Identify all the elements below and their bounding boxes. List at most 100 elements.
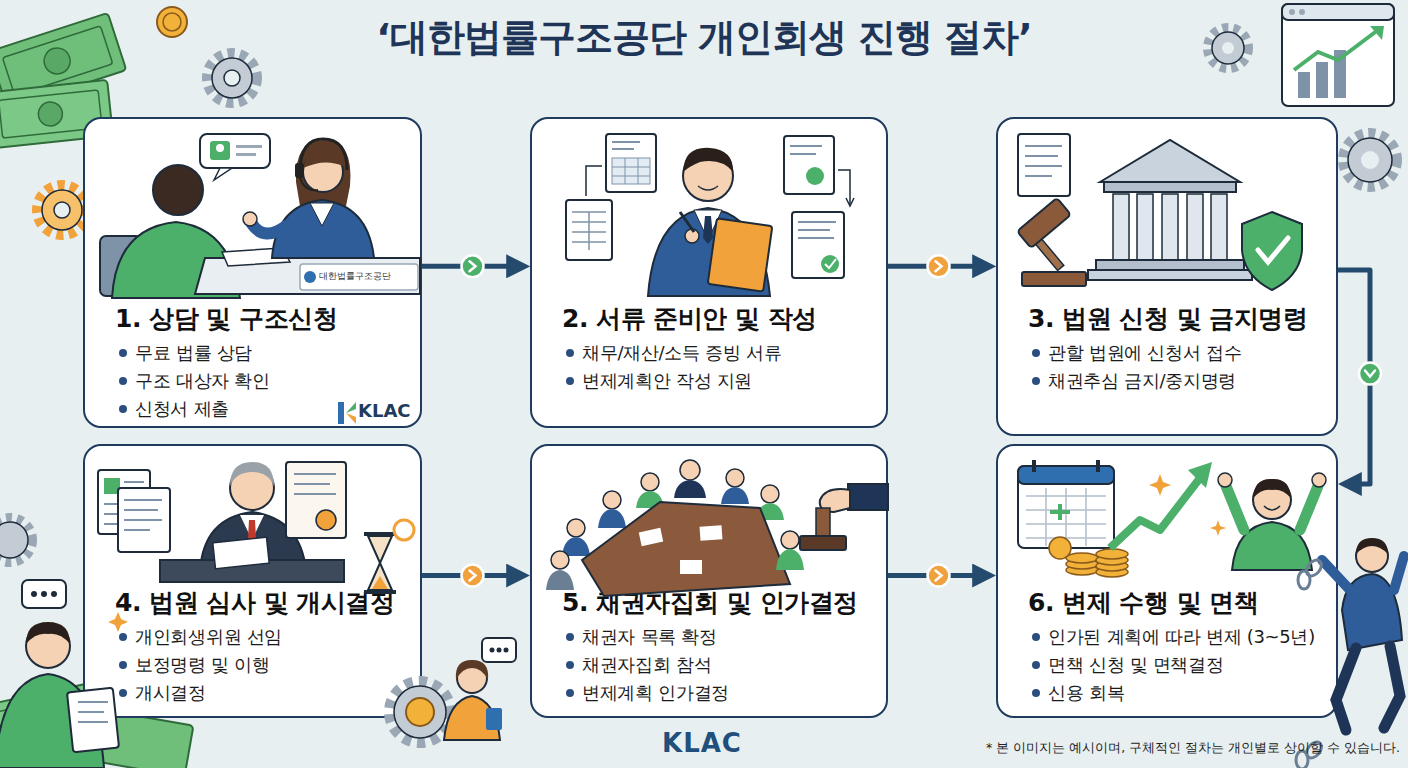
consultation-illustration: [303, 149, 343, 168]
jumping-person: [1304, 739, 1325, 761]
review-illustration: [372, 576, 388, 589]
repayment-illustration: [1034, 460, 1098, 472]
arrow-badge: [1359, 363, 1381, 385]
repayment-illustration: [1049, 537, 1071, 559]
review-illustration: [200, 512, 306, 570]
step-heading: 1. 상담 및 구조신청: [115, 303, 414, 335]
step-box: 4. 법원 심사 및 개시결정개인회생위원 선임보정명령 및 이행개시결정: [83, 444, 422, 718]
person-with-paper: [31, 591, 37, 597]
money-bills: [41, 45, 74, 78]
flow-arrow: [1338, 270, 1370, 484]
meeting-illustration: [598, 509, 626, 528]
documents-illustration: [566, 134, 854, 296]
meeting-illustration: [756, 503, 784, 520]
arrow-badge: [928, 255, 950, 277]
consultation-illustration: [112, 222, 240, 298]
step-box: 3. 법원 신청 및 금지명령관할 법원에 신청서 접수채권추심 금지/중지명령: [996, 117, 1338, 436]
gear: [1344, 134, 1396, 186]
meeting-illustration: [680, 460, 700, 480]
consultation-illustration: [300, 178, 318, 190]
gear: [1208, 28, 1248, 68]
meeting-illustration: [800, 536, 846, 550]
diagram-title: ‘대한법률구조공단 개인회생 진행 절차’: [0, 12, 1408, 63]
consultation-illustration: [200, 134, 270, 168]
court-illustration: [1088, 270, 1252, 280]
arrow-badge-chevron: [936, 571, 942, 581]
meeting-illustration: [820, 489, 850, 512]
arrow-badge-chevron: [470, 261, 476, 271]
consultation-illustration: [252, 224, 286, 234]
chart-window: [1282, 4, 1394, 20]
repayment-illustration: [1096, 561, 1128, 571]
person-with-speech: [457, 663, 487, 693]
repayment-illustration: [1312, 473, 1326, 487]
repayment-illustration: [1018, 460, 1326, 577]
meeting-illustration: [721, 487, 749, 504]
review-illustration: [124, 500, 162, 530]
court-illustration: [1258, 238, 1288, 262]
documents-illustration: [846, 198, 854, 206]
gear: [208, 54, 256, 102]
arrow-badge-chevron: [470, 571, 476, 581]
consultation-illustration: [195, 258, 420, 294]
gear-with-coin: [390, 682, 450, 742]
person-with-speech: [497, 648, 502, 653]
jumping-person: [1342, 574, 1402, 650]
documents-illustration: [784, 136, 834, 194]
gear: [1212, 32, 1244, 64]
review-illustration: [364, 534, 396, 592]
court-illustration: [1017, 198, 1071, 248]
jumping-person: [1336, 648, 1356, 730]
review-illustration: [248, 520, 256, 542]
jumping-person: [1394, 556, 1404, 590]
documents-illustration: [612, 158, 650, 184]
footnote: * 본 이미지는 예시이며, 구체적인 절차는 개인별로 상이할 수 있습니다.: [955, 740, 1400, 757]
gear: [0, 518, 32, 562]
court-illustration: [1162, 194, 1178, 260]
step-bullet: 채무/재산/소득 증빙 서류: [562, 339, 880, 367]
arrow-badge: [928, 565, 950, 587]
review-illustration: [104, 478, 120, 494]
repayment-illustration: [1018, 466, 1114, 548]
jumping-person: [1296, 538, 1404, 768]
court-illustration: [1137, 194, 1153, 260]
chart-window: [1289, 9, 1295, 15]
repayment-illustration: [1066, 565, 1098, 575]
gear-with-coin: [390, 682, 450, 742]
person-with-paper: [0, 580, 128, 768]
repayment-illustration: [1264, 506, 1280, 510]
documents-illustration: [698, 186, 718, 190]
repayment-illustration: [1253, 481, 1291, 519]
step-bullet: 보정명령 및 이행: [115, 651, 414, 679]
meeting-illustration: [639, 528, 663, 546]
gear: [1348, 138, 1392, 182]
review-illustration: [160, 560, 344, 582]
documents-illustration: [703, 216, 713, 244]
gear: [54, 202, 70, 218]
step-bullet: 인가된 계획에 따라 변제 (3~5년): [1028, 623, 1330, 651]
review-illustration: [394, 520, 414, 540]
consultation-illustration: [236, 145, 262, 148]
money-bills: [0, 13, 126, 109]
meeting-illustration: [674, 480, 706, 498]
consultation-illustration: [303, 152, 343, 192]
step-box: 1. 상담 및 구조신청무료 법률 상담구조 대상자 확인신청서 제출: [83, 117, 422, 428]
consultation-illustration: [100, 236, 142, 296]
review-illustration: [98, 470, 150, 534]
repayment-illustration: [1026, 488, 1106, 546]
documents-illustration: [838, 170, 850, 204]
gear: [0, 522, 28, 558]
step-bullet: 구조 대상자 확인: [115, 367, 414, 395]
step-box: 2. 서류 준비안 및 작성채무/재산/소득 증빙 서류변제계획안 작성 지원: [530, 117, 888, 428]
person-with-speech: [486, 708, 502, 730]
documents-illustration: [708, 218, 773, 291]
documents-illustration: [566, 200, 612, 260]
person-with-paper: [22, 580, 66, 608]
jumping-person: [1304, 557, 1325, 579]
person-with-speech: [456, 660, 488, 680]
court-illustration: [1113, 194, 1129, 260]
step-heading: 3. 법원 신청 및 금지명령: [1028, 303, 1330, 335]
consultation-illustration: [210, 141, 230, 160]
step-bullet: 무료 법률 상담: [115, 339, 414, 367]
person-with-paper: [108, 612, 128, 632]
